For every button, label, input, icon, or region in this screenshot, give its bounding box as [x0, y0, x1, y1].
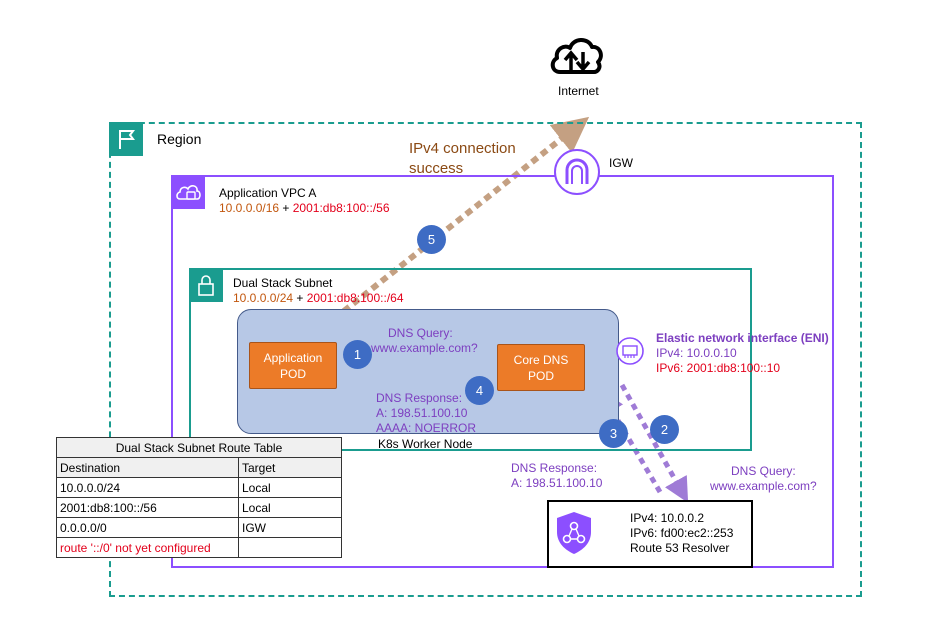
route-table-header-destination: Destination	[56, 457, 239, 478]
resolver-details: IPv4: 10.0.0.2 IPv6: fd00:ec2::253 Route…	[630, 511, 733, 556]
dns-response-inner-line1: DNS Response:	[376, 391, 463, 405]
vpc-title: Application VPC A	[219, 186, 317, 200]
table-row: 2001:db8:100::/56 Local	[56, 497, 342, 518]
worker-node-label: K8s Worker Node	[378, 437, 473, 451]
resolver-name: Route 53 Resolver	[630, 541, 730, 555]
vpc-container	[171, 175, 834, 568]
connection-label: IPv4 connection success	[409, 139, 516, 179]
route-table: Dual Stack Subnet Route Table Destinatio…	[56, 437, 342, 558]
route-target: Local	[238, 477, 342, 498]
arrow-dns-query-outer	[619, 383, 689, 503]
eni-ipv6: IPv6: 2001:db8:100::10	[656, 361, 781, 375]
dns-response-inner-line2: A: 198.51.100.10	[376, 406, 468, 420]
dns-query-outer-line2: www.example.com?	[710, 479, 817, 493]
subnet-title: Dual Stack Subnet	[233, 276, 333, 290]
dns-query-inner-host: www.example.com?	[371, 341, 478, 355]
lock-icon	[189, 268, 223, 302]
connection-line1: IPv4 connection	[409, 140, 516, 157]
vpc-cidr-plus: +	[279, 201, 293, 215]
eni-ipv4: IPv4: 10.0.0.10	[656, 346, 737, 360]
cloud-icon	[548, 32, 604, 80]
dns-response-outer-line2: A: 198.51.100.10	[511, 476, 603, 490]
table-row: route '::/0' not yet configured	[56, 537, 342, 558]
route-destination: route '::/0' not yet configured	[56, 537, 239, 558]
connection-line2: success	[409, 160, 464, 177]
vpc-cloud-icon	[171, 175, 205, 209]
resolver-ipv6: IPv6: fd00:ec2::253	[630, 526, 734, 540]
internet-label: Internet	[558, 84, 599, 98]
region-container	[109, 122, 862, 597]
dns-response-outer-line1: DNS Response:	[511, 461, 598, 475]
vpc-cidr-v4: 10.0.0.0/16	[219, 201, 280, 215]
resolver-shield-icon	[553, 510, 595, 556]
route-destination: 0.0.0.0/0	[56, 517, 239, 538]
table-row: 10.0.0.0/24 Local	[56, 477, 342, 498]
region-label: Region	[157, 131, 202, 147]
arrow-ipv4-internet	[323, 116, 590, 329]
dns-response-inner-label: DNS Response: A: 198.51.100.10 AAAA: NOE…	[376, 391, 476, 436]
step-2-badge: 2	[650, 415, 679, 444]
dns-pod-line2: POD	[527, 368, 554, 383]
route-target	[238, 537, 342, 558]
app-pod-line2: POD	[279, 366, 306, 381]
vpc-cidr: 10.0.0.0/16 + 2001:db8:100::/56	[219, 201, 390, 216]
dns-response-inner-line3: AAAA: NOERROR	[376, 421, 477, 435]
resolver-ipv4: IPv4: 10.0.0.2	[630, 511, 705, 525]
dns-pod-line1: Core DNS	[513, 352, 569, 367]
route-destination: 10.0.0.0/24	[56, 477, 239, 498]
app-pod-line1: Application	[263, 350, 323, 365]
step-4-badge: 4	[465, 376, 494, 405]
dns-query-outer-line1: DNS Query:	[731, 464, 796, 478]
table-row: 0.0.0.0/0 IGW	[56, 517, 342, 538]
subnet-container	[189, 268, 752, 451]
dns-query-inner-line1: DNS Query:	[388, 326, 453, 340]
dns-query-outer-label: DNS Query: www.example.com?	[710, 464, 817, 494]
route-target: IGW	[238, 517, 342, 538]
step-3-badge: 3	[599, 419, 628, 448]
eni-details: Elastic network interface (ENI) IPv4: 10…	[656, 331, 829, 376]
igw-icon	[553, 148, 601, 196]
vpc-cidr-v6: 2001:db8:100::/56	[292, 201, 390, 215]
flag-icon	[109, 122, 143, 156]
eni-title: Elastic network interface (ENI)	[656, 331, 829, 345]
route-table-header-target: Target	[238, 457, 342, 478]
step-5-badge: 5	[417, 225, 446, 254]
route-destination: 2001:db8:100::/56	[56, 497, 239, 518]
route-table-title: Dual Stack Subnet Route Table	[56, 437, 342, 458]
subnet-cidr-v6: 2001:db8:100::/64	[306, 291, 404, 305]
route-target: Local	[238, 497, 342, 518]
step-1-badge: 1	[343, 340, 372, 369]
subnet-cidr: 10.0.0.0/24 + 2001:db8:100::/64	[233, 291, 404, 306]
subnet-cidr-v4: 10.0.0.0/24	[233, 291, 294, 305]
eni-icon	[616, 337, 644, 365]
dns-query-inner-label: DNS Query:	[388, 326, 453, 341]
igw-label: IGW	[609, 156, 633, 170]
subnet-cidr-plus: +	[293, 291, 307, 305]
dns-response-outer-label: DNS Response: A: 198.51.100.10	[511, 461, 602, 491]
